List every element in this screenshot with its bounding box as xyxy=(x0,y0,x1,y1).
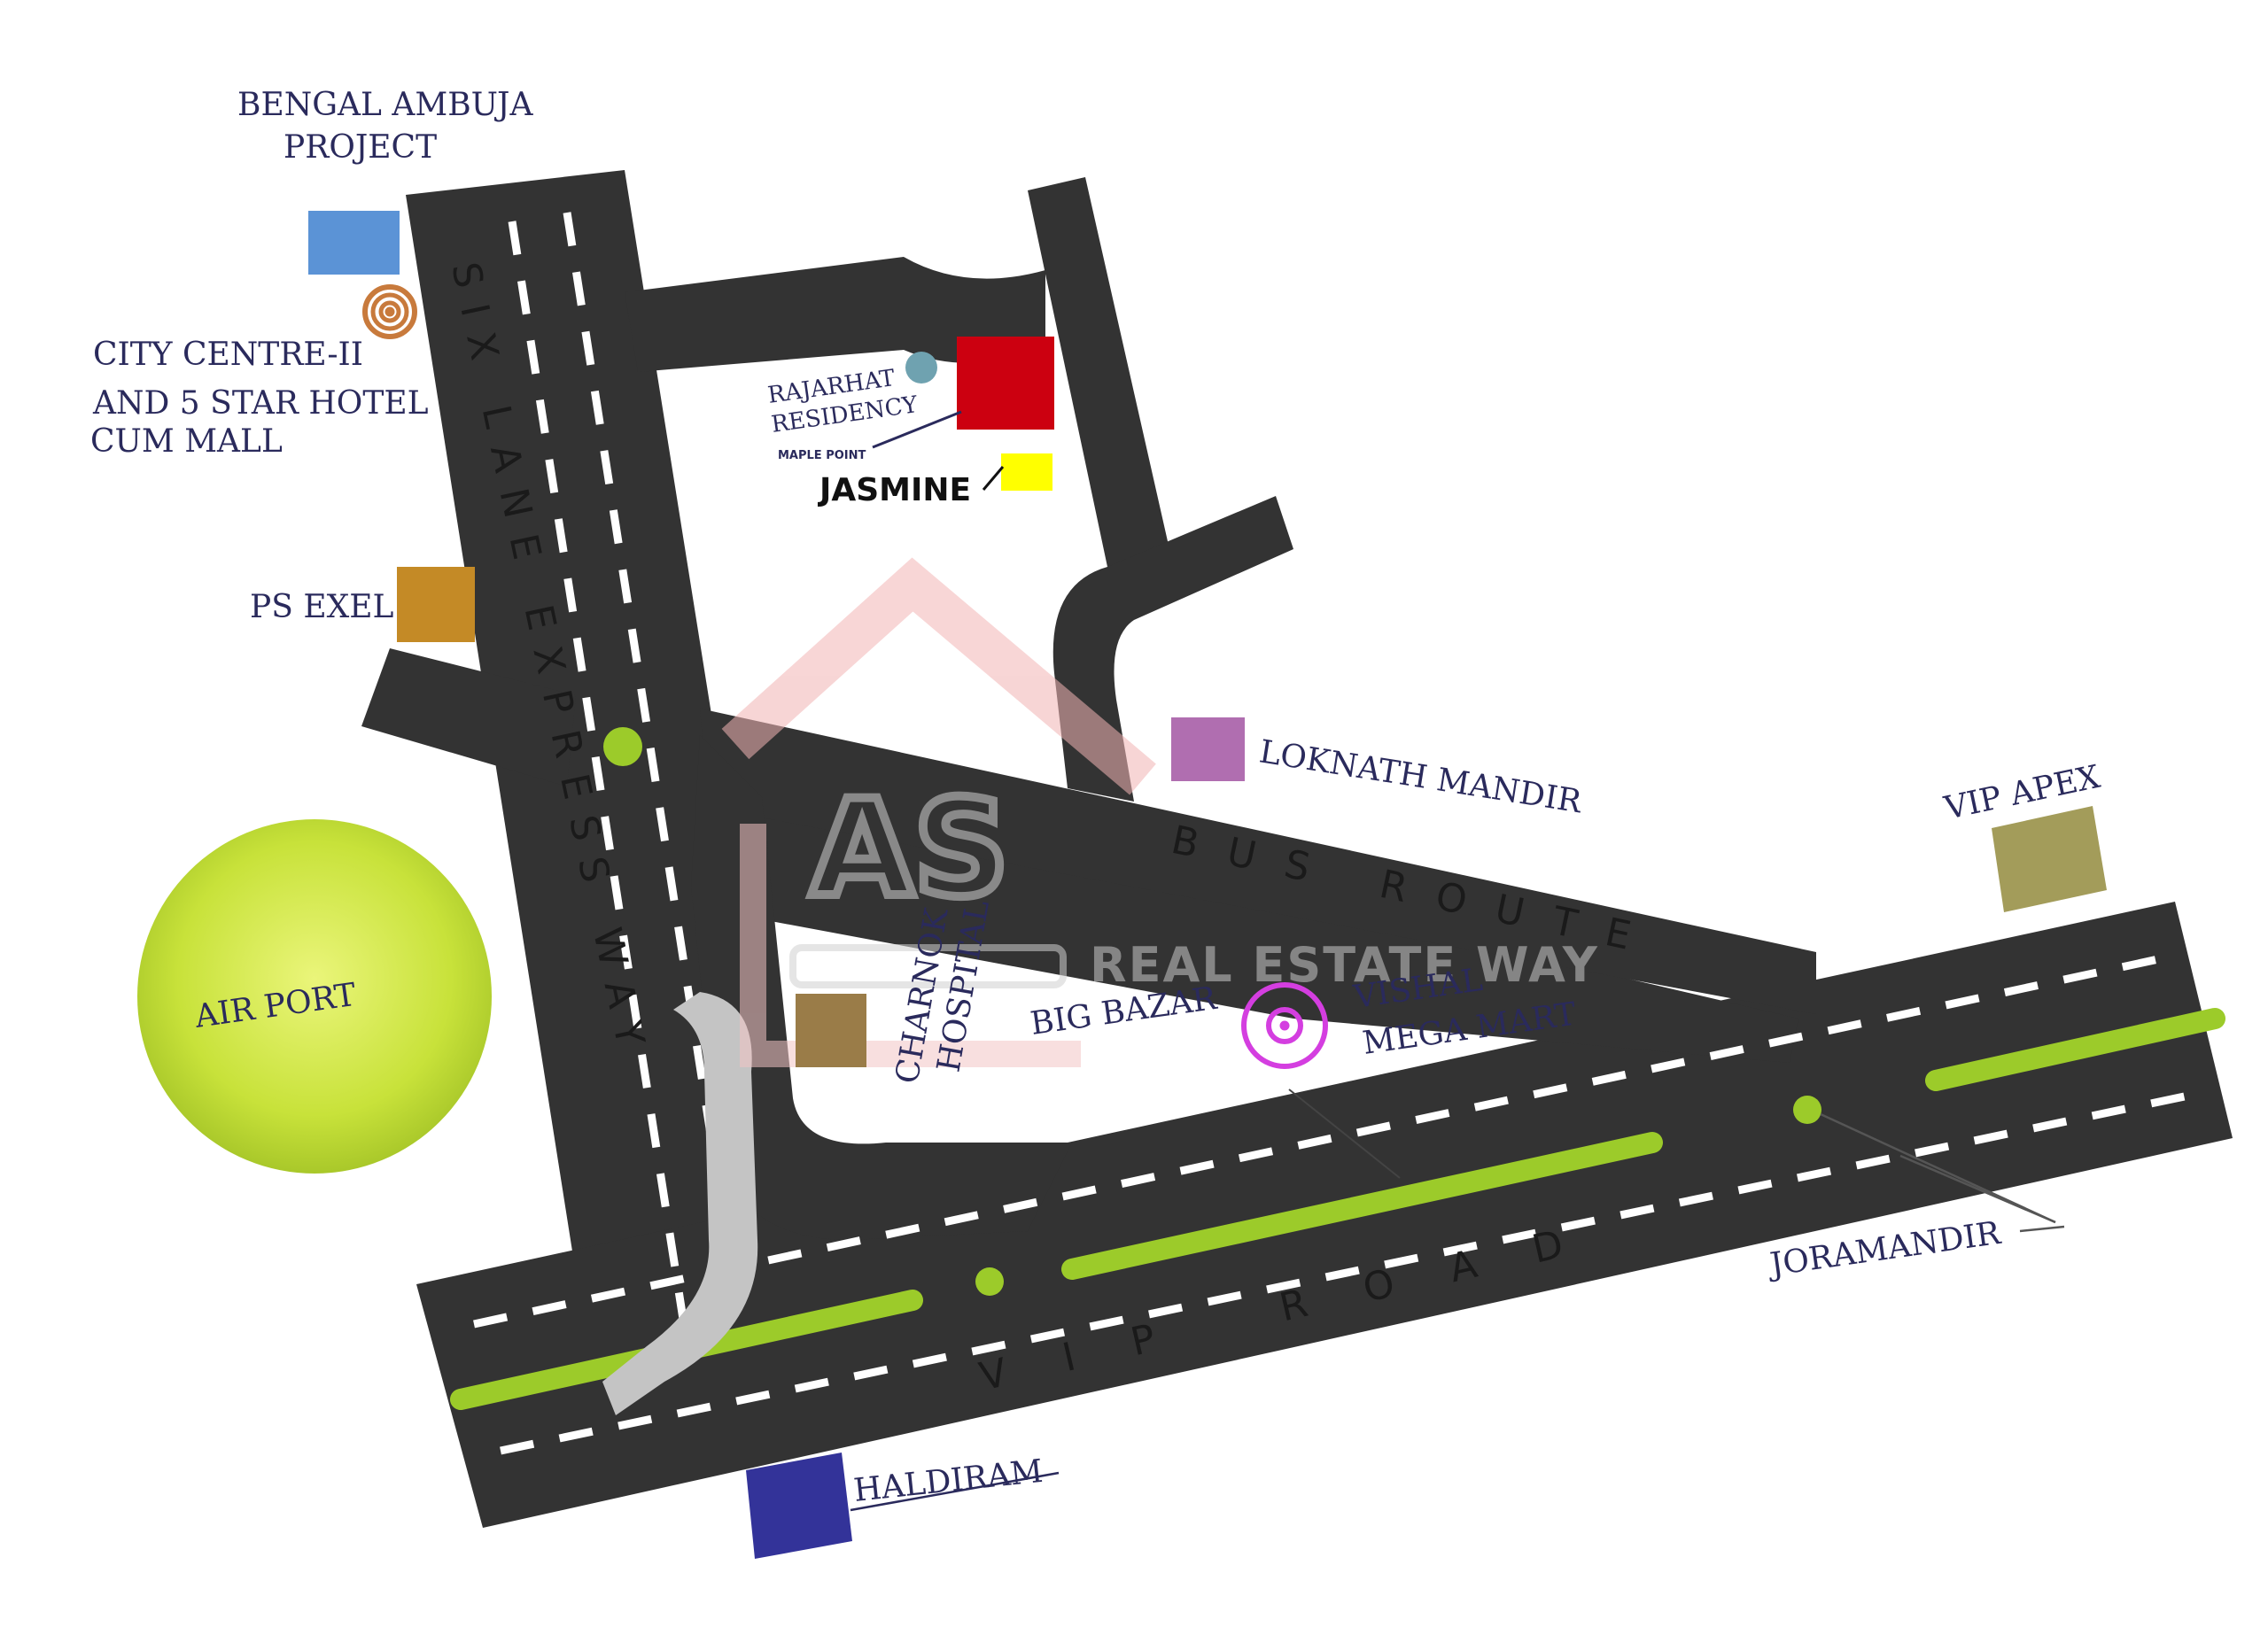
rajarhat-marker xyxy=(957,337,1054,430)
target-icon xyxy=(1241,982,1328,1069)
svg-text:BENGAL AMBUJA: BENGAL AMBUJA xyxy=(237,87,533,123)
watermark-logo: AS xyxy=(811,772,1009,926)
spiral-icon xyxy=(362,284,417,339)
flyover-ramp[interactable] xyxy=(602,992,758,1415)
watermark-text: REAL ESTATE WAY xyxy=(1090,937,1599,993)
airport[interactable]: AIR PORT xyxy=(137,819,492,1174)
landmark-vip-apex[interactable]: VIP APEX xyxy=(1940,759,2107,912)
rajarhat-dot xyxy=(905,352,937,384)
landmark-ps-exel[interactable]: PS EXEL xyxy=(250,567,475,642)
house-icon xyxy=(721,557,1156,795)
landmark-city-centre[interactable]: CITY CENTRE-II AND 5 STAR HOTEL CUM MALL xyxy=(90,284,429,460)
bengal-ambuja-marker xyxy=(308,211,400,275)
branch-road-west[interactable] xyxy=(361,648,576,786)
charnok-marker xyxy=(796,994,866,1067)
landmark-haldiram[interactable]: HALDIRAM xyxy=(746,1453,1060,1559)
right-connector-road[interactable] xyxy=(1052,496,1293,802)
landmark-loknath-mandir[interactable]: LOKNATH MANDIR xyxy=(1171,717,1585,820)
haldiram-marker xyxy=(746,1453,852,1559)
watermark: AS REAL ESTATE WAY xyxy=(721,557,1599,1067)
svg-text:JASMINE: JASMINE xyxy=(817,472,971,508)
svg-text:LOKNATH MANDIR: LOKNATH MANDIR xyxy=(1257,733,1585,820)
ps-exel-marker xyxy=(397,567,475,642)
svg-text:PROJECT: PROJECT xyxy=(284,129,437,166)
svg-text:AND 5 STAR HOTEL: AND 5 STAR HOTEL xyxy=(92,385,429,422)
landmark-jasmine[interactable]: JASMINE xyxy=(817,453,1052,508)
vip-apex-marker xyxy=(1992,806,2107,912)
svg-text:PS EXEL: PS EXEL xyxy=(250,589,394,625)
svg-text:CITY CENTRE-II: CITY CENTRE-II xyxy=(93,337,363,373)
upper-vertical-road[interactable] xyxy=(1028,177,1169,567)
jasmine-marker xyxy=(1001,453,1052,491)
inner-loop-road[interactable] xyxy=(691,735,1072,1240)
green-dots xyxy=(603,727,1821,1296)
svg-text:CUM MALL: CUM MALL xyxy=(90,423,283,460)
landmark-bengal-ambuja[interactable]: BENGAL AMBUJA PROJECT xyxy=(237,87,533,275)
upper-road[interactable] xyxy=(625,257,1045,372)
loknath-marker xyxy=(1171,717,1245,781)
svg-text:MAPLE POINT: MAPLE POINT xyxy=(778,449,866,462)
